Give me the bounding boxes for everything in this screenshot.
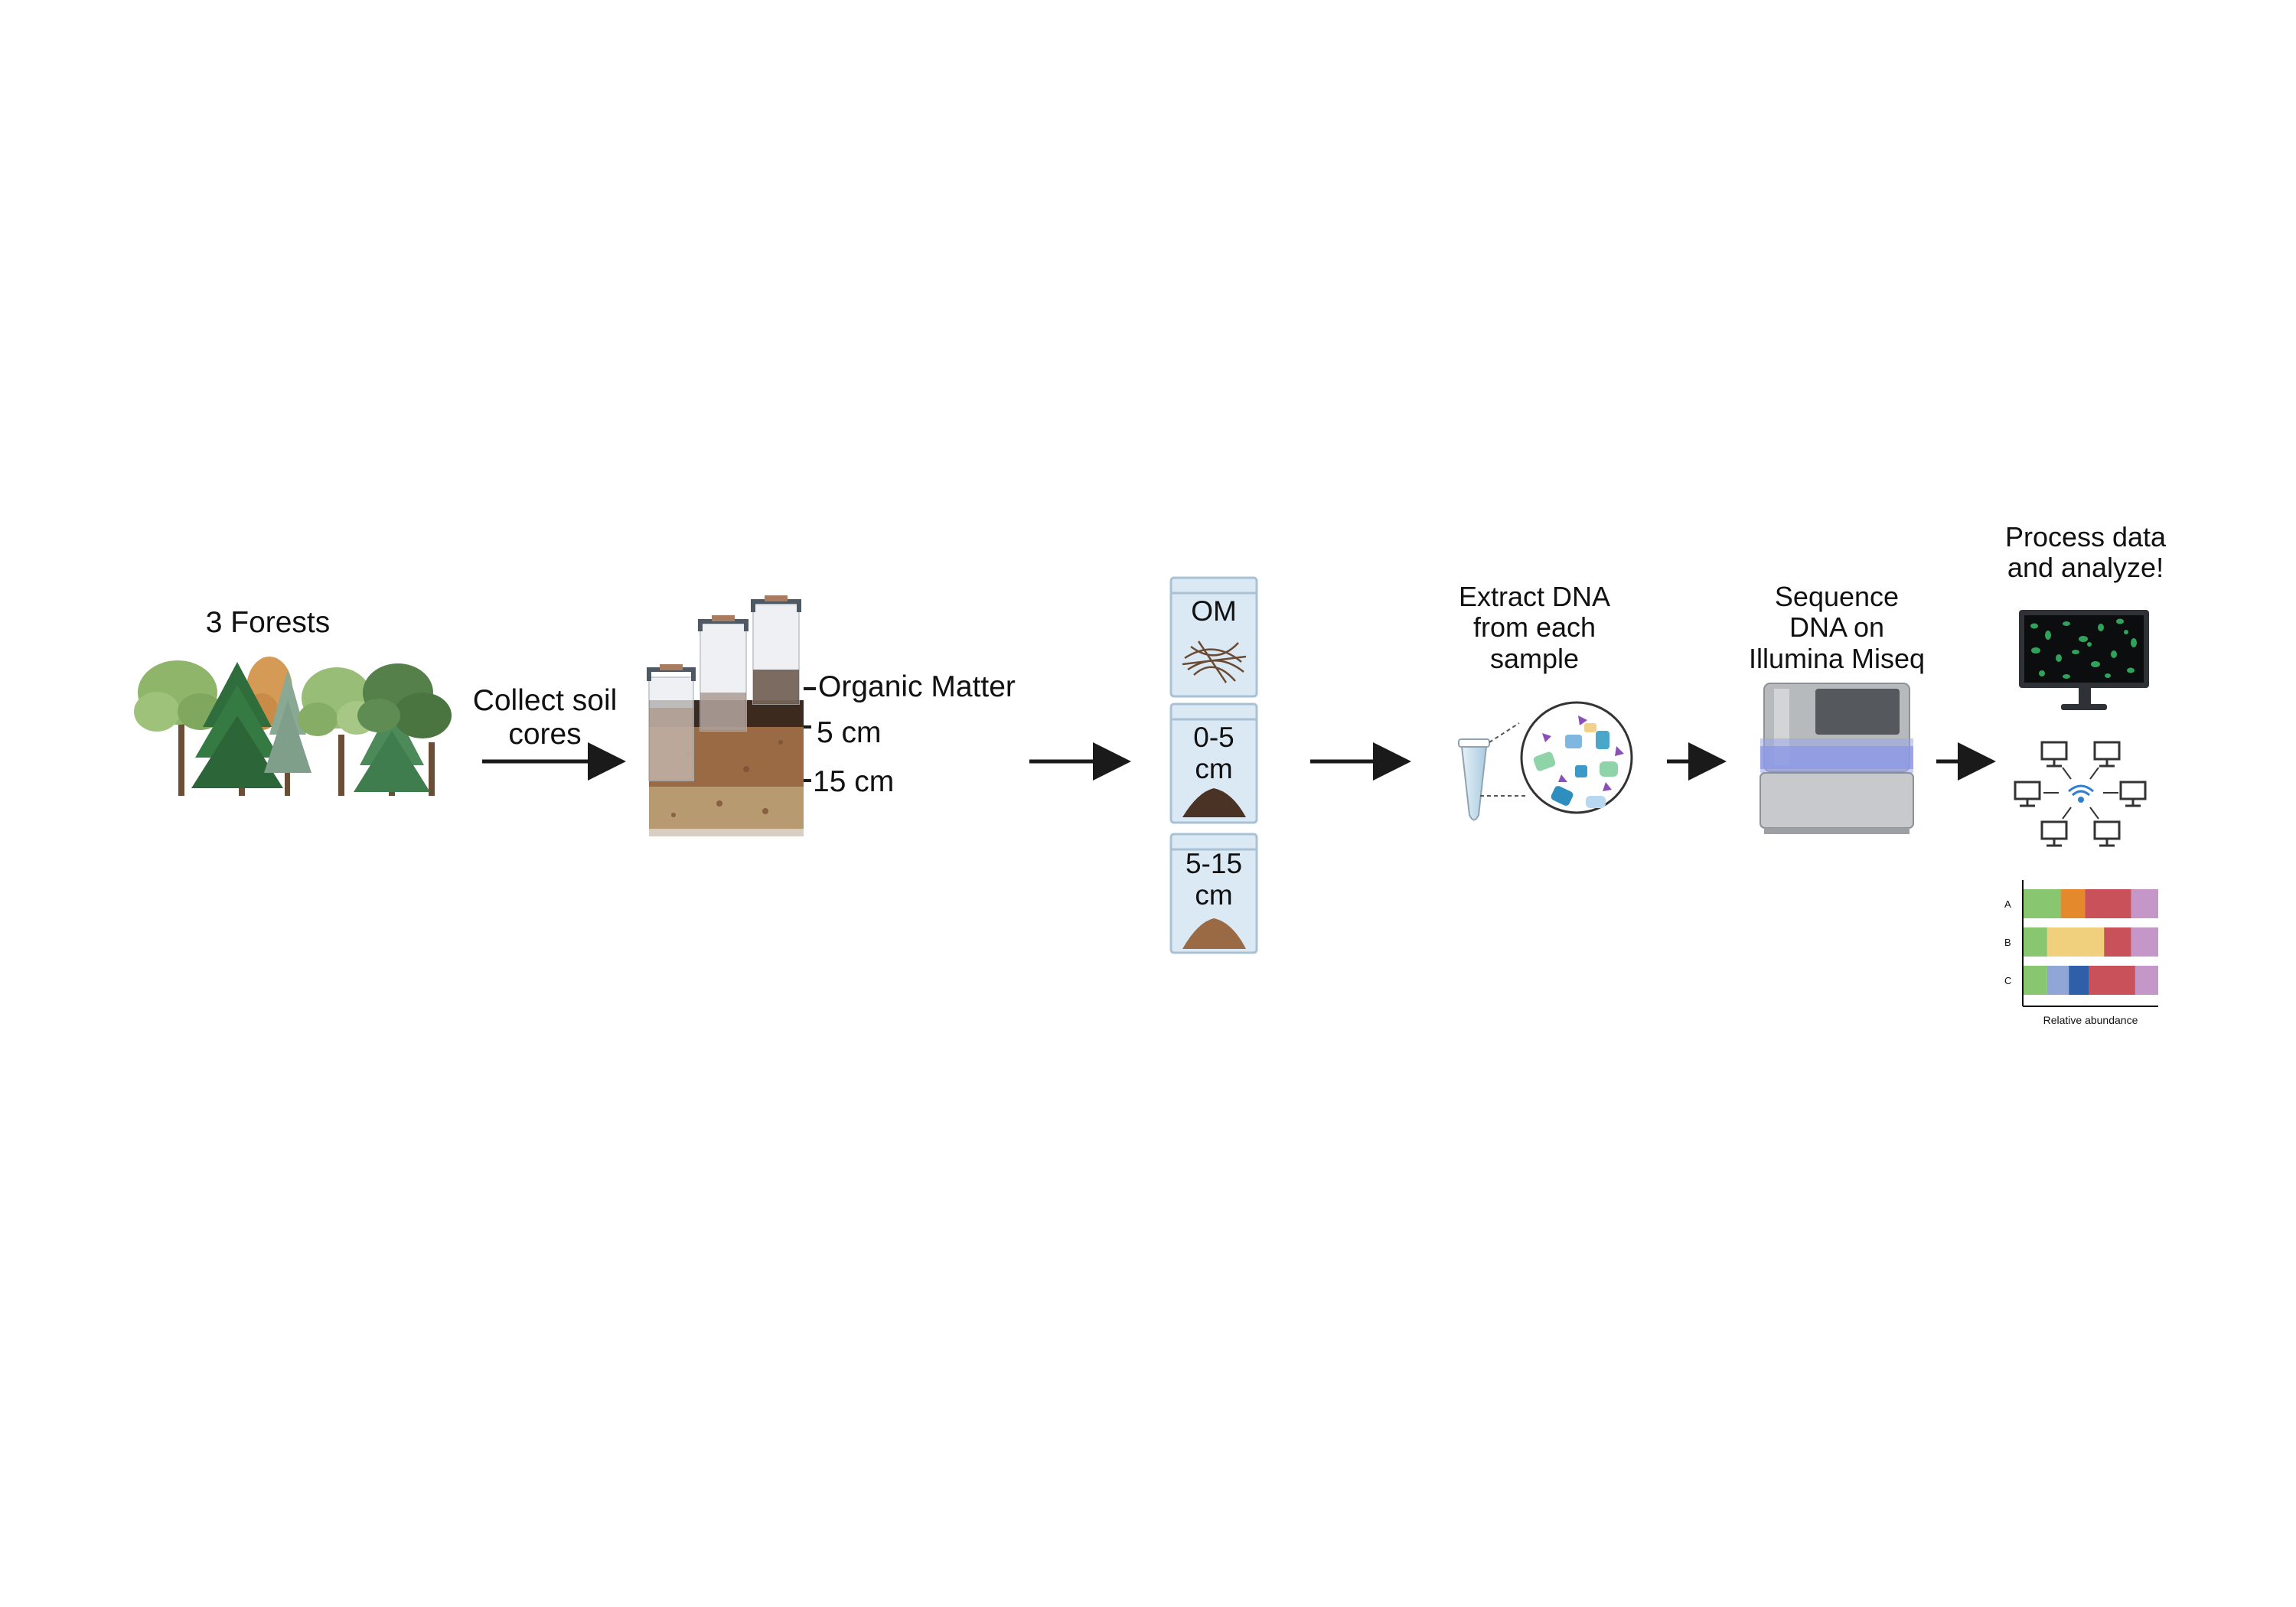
bar-segment-c-2 [2069, 966, 2089, 995]
sample-bags [1169, 576, 1258, 954]
wifi-icon [2068, 784, 2094, 803]
bar-segment-c-3 [2089, 966, 2135, 995]
network-computer-icon [2040, 820, 2068, 847]
bar-segment-b-2 [2104, 927, 2131, 957]
collect-label-line2: cores [508, 717, 582, 751]
bar-segment-b-0 [2023, 927, 2047, 957]
sequence-label: Sequence DNA on Illumina Miseq [1748, 581, 1926, 674]
tree-icon [264, 670, 311, 773]
tree-icon [191, 662, 283, 788]
category-label-b: B [2004, 937, 2011, 948]
extract-label: Extract DNA from each sample [1458, 581, 1611, 674]
monitor-icon [2019, 610, 2149, 710]
sample-bag-icon [1169, 702, 1258, 824]
bar-segment-c-0 [2023, 966, 2047, 995]
forest-icon [134, 657, 452, 796]
sample-bag-icon [1169, 576, 1258, 698]
depth-label-5cm: 5 cm [817, 716, 882, 749]
tube-icon [1458, 738, 1490, 821]
sequencer-icon [1760, 683, 1914, 834]
bag-label-om: OM [1191, 595, 1237, 627]
tree-icon [298, 667, 377, 736]
network-icon [2014, 741, 2147, 847]
bar-segment-c-4 [2135, 966, 2158, 995]
bar-segment-a-1 [2060, 889, 2086, 918]
network-computer-icon [2093, 741, 2121, 768]
bar-segment-b-1 [2047, 927, 2105, 957]
bar-segment-c-1 [2047, 966, 2069, 995]
network-computer-icon [2014, 781, 2041, 807]
depth-label-organic: Organic Matter [818, 670, 1016, 703]
forests-title: 3 Forests [205, 606, 331, 639]
sample-bag-icon [1169, 833, 1258, 954]
network-computer-icon [2093, 820, 2121, 847]
relative-abundance-chart: A B C Relative abundance [2004, 880, 2158, 1026]
dna-extraction-icon [1458, 701, 1633, 821]
category-label-a: A [2004, 898, 2011, 910]
analyze-label: Process data and analyze! [2004, 521, 2167, 584]
tree-icon [354, 704, 430, 792]
category-label-c: C [2004, 975, 2011, 986]
network-computer-icon [2040, 741, 2068, 768]
x-axis-label: Relative abundance [2043, 1014, 2138, 1026]
bag-label-5-15: 5-15 cm [1185, 848, 1243, 911]
network-computer-icon [2119, 781, 2147, 807]
bag-label-0-5: 0-5 cm [1193, 722, 1234, 785]
bar-segment-b-3 [2131, 927, 2158, 957]
collect-label: Collect soil cores [453, 684, 637, 751]
dna-fragments-icon [1520, 701, 1633, 814]
depth-label-15cm: 15 cm [813, 765, 895, 798]
soil-core-icon [647, 595, 816, 836]
tree-icon [357, 663, 452, 738]
tree-icon [134, 660, 223, 732]
bar-segment-a-0 [2023, 889, 2061, 918]
bar-segment-a-3 [2131, 889, 2158, 918]
bar-segment-a-2 [2085, 889, 2131, 918]
collect-label-line1: Collect soil [472, 684, 618, 717]
